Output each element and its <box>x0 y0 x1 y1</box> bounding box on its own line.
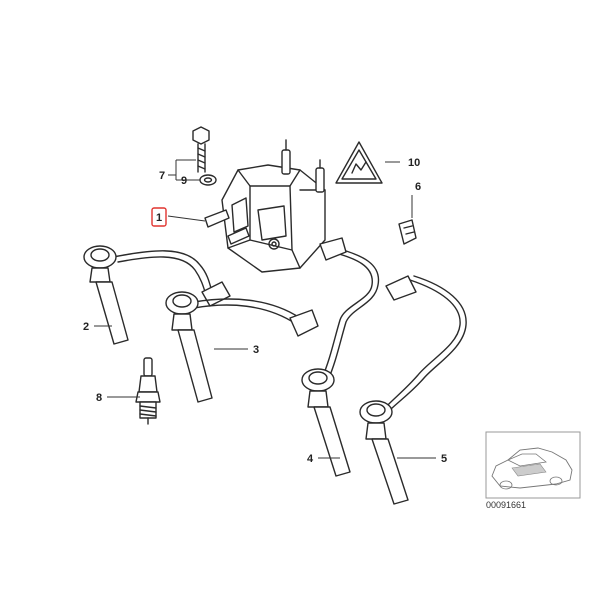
ignition-wire-2[interactable] <box>83 245 231 345</box>
callout-1[interactable]: 1 <box>151 207 167 227</box>
ignition-coil[interactable] <box>204 139 326 273</box>
callout-1-highlight <box>151 207 167 227</box>
vehicle-thumbnail[interactable] <box>485 431 581 499</box>
reference-number: 00091661 <box>486 500 526 510</box>
ignition-wire-3[interactable] <box>165 291 319 403</box>
bolt[interactable] <box>192 126 210 173</box>
callout-2[interactable]: 2 <box>83 321 89 333</box>
callout-9[interactable]: 9 <box>181 175 187 187</box>
cable-clip[interactable] <box>398 219 417 245</box>
leader-lines <box>94 159 436 459</box>
callout-3[interactable]: 3 <box>253 344 259 356</box>
callout-8[interactable]: 8 <box>96 392 102 404</box>
car-icon <box>491 447 573 490</box>
spark-plug[interactable] <box>135 357 161 425</box>
callout-10[interactable]: 10 <box>408 157 420 169</box>
ignition-wire-4[interactable] <box>301 237 380 477</box>
ignition-wire-5[interactable] <box>359 275 467 505</box>
washer[interactable] <box>199 174 217 186</box>
callout-4[interactable]: 4 <box>307 453 314 465</box>
callout-6[interactable]: 6 <box>415 181 421 193</box>
warning-triangle-icon[interactable] <box>335 141 383 184</box>
callout-5[interactable]: 5 <box>441 453 447 465</box>
callout-7[interactable]: 7 <box>159 170 165 182</box>
callout-1-label: 1 <box>156 212 162 224</box>
